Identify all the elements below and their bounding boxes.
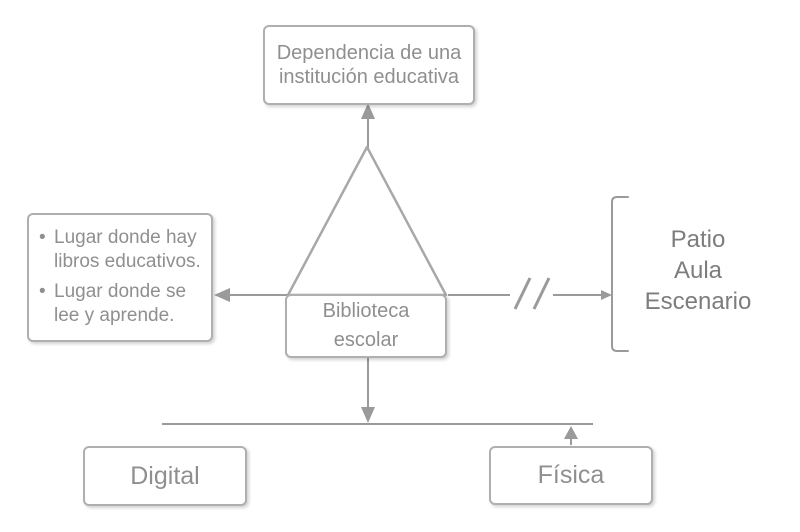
group-label-patio: Patio — [670, 226, 726, 253]
break-slash-1 — [513, 277, 532, 310]
right-arrowhead-icon — [601, 290, 612, 300]
fisica-arrowhead-icon — [564, 426, 578, 439]
list-item-text: Lugar donde se lee y aprende. — [54, 281, 187, 326]
left-arrowhead-icon — [214, 288, 230, 302]
list-item: • Lugar donde hay libros educativos. — [39, 226, 209, 274]
break-slash-2 — [532, 277, 551, 310]
list-item: • Lugar donde se lee y aprende. — [39, 280, 209, 328]
group-bracket — [611, 196, 629, 352]
node-dependencia: Dependencia de una institución educativa — [263, 25, 475, 105]
node-biblioteca-escolar: Biblioteca escolar — [285, 294, 447, 358]
group-label-aula: Aula — [673, 257, 723, 284]
node-fisica: Física — [489, 446, 653, 505]
bullet-icon: • — [39, 227, 46, 248]
node-definitions: • Lugar donde hay libros educativos. • L… — [27, 213, 213, 342]
group-label-list: Patio Aula Escenario — [633, 224, 763, 317]
triangle-shape — [286, 145, 448, 297]
bullet-icon: • — [39, 281, 46, 302]
group-label-escenario: Escenario — [644, 288, 752, 315]
top-arrowhead-icon — [361, 103, 375, 119]
down-arrowhead-icon — [361, 407, 375, 423]
list-item-text: Lugar donde hay libros educativos. — [54, 227, 201, 272]
node-digital: Digital — [83, 446, 247, 506]
